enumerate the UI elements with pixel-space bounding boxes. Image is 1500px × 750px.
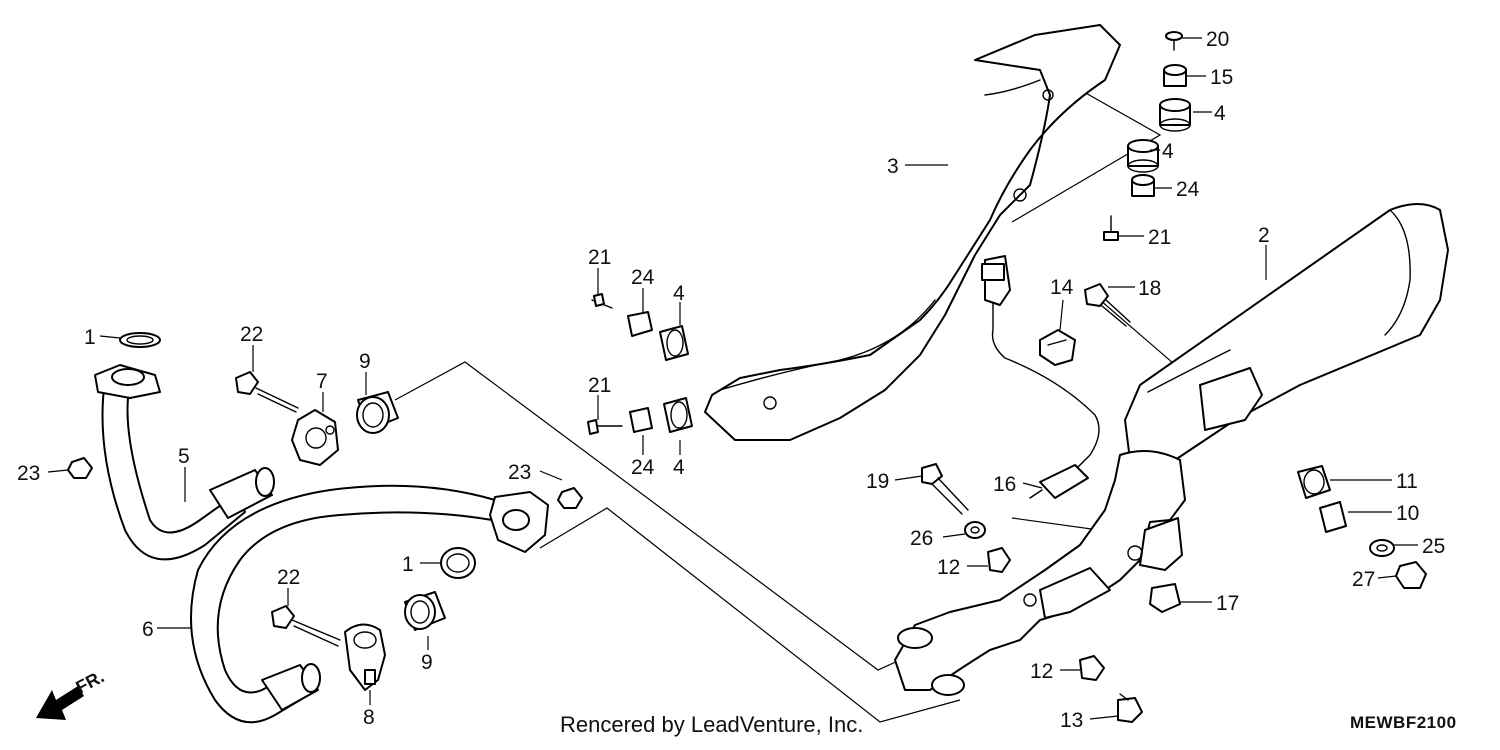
front-direction-arrow: FR.: [36, 666, 107, 720]
grommet-4-top: [1159, 98, 1191, 132]
grommet-4-upper: [659, 325, 689, 361]
callout-number: 4: [1214, 102, 1226, 125]
reference-line: [539, 507, 961, 723]
muffler: [894, 203, 1449, 696]
callout-number: 25: [1422, 535, 1445, 558]
callout-number: 9: [359, 350, 371, 373]
collar-24-upper: [627, 311, 653, 337]
render-credit: Rencered by LeadVenture, Inc.: [560, 712, 864, 737]
callout-number: 12: [1030, 660, 1053, 683]
screw-20: [1165, 31, 1183, 51]
callout-number: 1: [402, 553, 414, 576]
callout-number: 15: [1210, 66, 1233, 89]
exhaust-pipe-rear: [190, 484, 549, 724]
gasket-upper: [119, 332, 161, 348]
callout-number: 13: [1060, 709, 1083, 732]
nut-23-right: [557, 487, 583, 509]
clip-nut-17: [1149, 583, 1181, 613]
callout-number: 21: [1148, 226, 1171, 249]
callout-number: 5: [178, 445, 190, 468]
callout-number: 7: [316, 370, 328, 393]
bolt-21-top: [1103, 215, 1119, 241]
callout-number: 11: [1396, 470, 1418, 493]
callout-number: 26: [910, 527, 933, 550]
callout-number: 1: [84, 326, 96, 349]
reference-line: [394, 361, 901, 671]
gasket-lower: [440, 547, 476, 579]
joint-collar-upper: [356, 391, 399, 434]
callout-number: 10: [1396, 502, 1419, 525]
collar-10: [1319, 501, 1347, 533]
nut-12-lower: [1079, 655, 1105, 681]
callout-number: 8: [363, 706, 375, 729]
grommet-4-mid: [1127, 139, 1159, 173]
callout-number: 14: [1050, 276, 1074, 299]
bolt-21-lower: [587, 419, 623, 435]
callout-number: 23: [17, 462, 40, 485]
collar-24-lower: [629, 407, 653, 433]
callout-number: 23: [508, 461, 531, 484]
washer-25: [1369, 539, 1395, 557]
callout-number: 19: [866, 470, 889, 493]
bolt-13: [1117, 693, 1143, 723]
flange-bolt-22-upper: [235, 371, 299, 413]
pipe-clamp-upper: [291, 409, 339, 466]
nut-23-left: [67, 457, 93, 479]
callout-number: 21: [588, 246, 611, 269]
washer-15: [1163, 64, 1187, 87]
o2-sensor: [981, 255, 1100, 499]
callout-number: 12: [937, 556, 960, 579]
sensor-clamp: [1039, 329, 1076, 366]
callout-number: 24: [631, 266, 655, 289]
collar-24-top: [1131, 174, 1155, 197]
bolt-21-upper: [591, 293, 613, 309]
callout-number: 21: [588, 374, 611, 397]
callout-number: 16: [993, 473, 1016, 496]
callout-number: 22: [277, 566, 300, 589]
pipe-clamp-lower: [344, 623, 386, 691]
callout-numbers: 1 1 2 3 4 4 4 4 5 6 7 8 9 9 10 11 12 12 …: [17, 28, 1445, 732]
grommet-11: [1297, 465, 1331, 499]
callout-number: 27: [1352, 568, 1375, 591]
callout-number: 4: [1162, 140, 1174, 163]
nut-27: [1395, 561, 1427, 589]
front-arrow-icon: [36, 686, 84, 720]
muffler-bolt-18: [1084, 283, 1131, 327]
diagram-code: MEWBF2100: [1350, 713, 1457, 732]
callout-number: 24: [1176, 178, 1200, 201]
callout-number: 6: [142, 618, 154, 641]
exhaust-pipe-front: [94, 364, 275, 561]
grommet-4-lower: [663, 397, 693, 433]
flange-bolt-22-lower: [271, 605, 341, 647]
callout-number: 4: [673, 282, 685, 305]
callout-number: 22: [240, 323, 263, 346]
washer-26: [964, 521, 986, 539]
callout-number: 9: [421, 651, 433, 674]
callout-leaders: [47, 37, 1418, 720]
callout-number: 24: [631, 456, 655, 479]
callout-number: 17: [1216, 592, 1239, 615]
nut-12-upper: [987, 547, 1011, 573]
joint-collar-lower: [404, 591, 446, 631]
callout-number: 20: [1206, 28, 1229, 51]
bolt-19: [921, 463, 969, 515]
callout-number: 4: [673, 456, 685, 479]
callout-number: 18: [1138, 277, 1161, 300]
heat-protector: [704, 24, 1121, 441]
callout-number: 2: [1258, 224, 1270, 247]
callout-number: 3: [887, 155, 899, 178]
